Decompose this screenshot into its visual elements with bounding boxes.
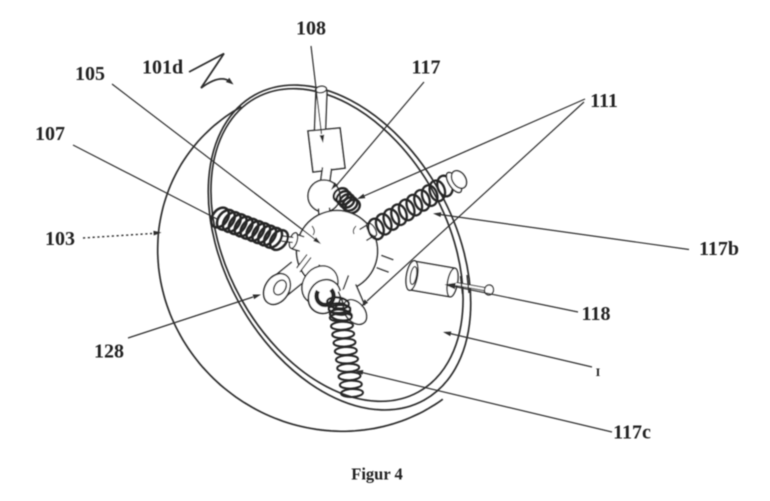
svg-text:117b: 117b <box>699 238 739 260</box>
svg-text:107: 107 <box>35 123 65 145</box>
svg-text:Figur 4: Figur 4 <box>351 465 403 484</box>
svg-text:103: 103 <box>45 228 75 250</box>
svg-text:101d: 101d <box>142 57 183 79</box>
svg-text:108: 108 <box>296 18 326 40</box>
svg-text:117c: 117c <box>613 422 651 444</box>
svg-text:117: 117 <box>412 57 441 79</box>
svg-text:128: 128 <box>94 341 124 363</box>
svg-text:111: 111 <box>590 90 618 112</box>
svg-text:118: 118 <box>582 303 611 325</box>
svg-text:105: 105 <box>75 63 105 85</box>
svg-text:I: I <box>596 365 601 379</box>
